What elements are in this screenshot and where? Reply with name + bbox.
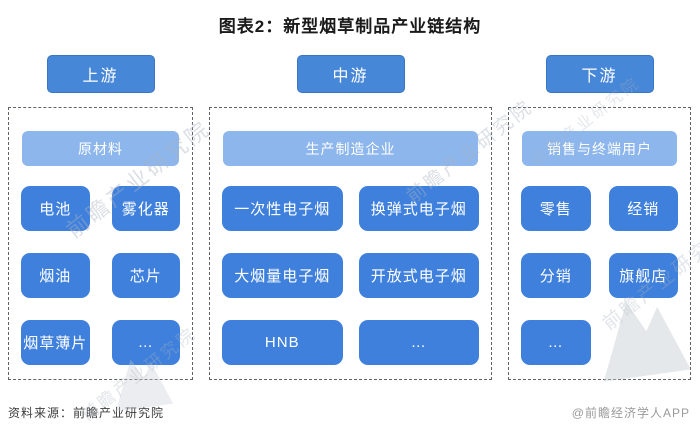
item-box: 烟油 bbox=[21, 253, 90, 298]
item-box: 一次性电子烟 bbox=[222, 186, 343, 231]
stage-button-midstream: 中游 bbox=[296, 55, 405, 93]
column-upstream: 上游 原材料 电池 雾化器 烟油 芯片 烟草薄片 … bbox=[8, 55, 193, 380]
item-box-ellipsis: … bbox=[521, 320, 591, 365]
item-box: 电池 bbox=[21, 186, 90, 231]
item-box: 大烟量电子烟 bbox=[222, 253, 343, 298]
midstream-grid: 一次性电子烟 换弹式电子烟 大烟量电子烟 开放式电子烟 HNB … bbox=[222, 186, 479, 365]
item-box-ellipsis: … bbox=[111, 320, 180, 365]
stage-button-downstream: 下游 bbox=[545, 55, 654, 93]
item-box: 芯片 bbox=[111, 253, 180, 298]
footer: 资料来源：前瞻产业研究院 @前瞻经济学人APP bbox=[0, 404, 700, 421]
item-box: 烟草薄片 bbox=[21, 320, 90, 365]
column-downstream: 下游 销售与终端用户 零售 经销 分销 旗舰店 … bbox=[508, 55, 691, 380]
item-box: 分销 bbox=[521, 253, 591, 298]
downstream-box: 销售与终端用户 零售 经销 分销 旗舰店 … bbox=[508, 107, 691, 380]
credit-note: @前瞻经济学人APP bbox=[571, 406, 690, 420]
downstream-category-bar: 销售与终端用户 bbox=[522, 131, 677, 166]
column-midstream: 中游 生产制造企业 一次性电子烟 换弹式电子烟 大烟量电子烟 开放式电子烟 HN… bbox=[209, 55, 492, 380]
item-box: 旗舰店 bbox=[608, 253, 678, 298]
upstream-grid: 电池 雾化器 烟油 芯片 烟草薄片 … bbox=[21, 186, 180, 365]
upstream-box: 原材料 电池 雾化器 烟油 芯片 烟草薄片 … bbox=[8, 107, 193, 380]
midstream-category-bar: 生产制造企业 bbox=[223, 131, 478, 166]
item-box: 开放式电子烟 bbox=[358, 253, 479, 298]
page-title: 图表2：新型烟草制品产业链结构 bbox=[218, 17, 482, 36]
source-note: 资料来源：前瞻产业研究院 bbox=[8, 406, 165, 420]
item-box-ellipsis: … bbox=[358, 320, 479, 365]
item-box: 经销 bbox=[608, 186, 678, 231]
upstream-category-bar: 原材料 bbox=[22, 131, 179, 166]
item-box: 零售 bbox=[521, 186, 591, 231]
downstream-grid: 零售 经销 分销 旗舰店 … bbox=[521, 186, 678, 365]
industry-chain-diagram: 图表2：新型烟草制品产业链结构 上游 原材料 电池 雾化器 烟油 芯片 烟草薄片… bbox=[0, 12, 700, 442]
midstream-box: 生产制造企业 一次性电子烟 换弹式电子烟 大烟量电子烟 开放式电子烟 HNB … bbox=[209, 107, 492, 380]
item-box: 雾化器 bbox=[111, 186, 180, 231]
item-box: 换弹式电子烟 bbox=[358, 186, 479, 231]
columns-row: 上游 原材料 电池 雾化器 烟油 芯片 烟草薄片 … 中游 生产制造企业 一次性… bbox=[0, 55, 700, 380]
stage-button-upstream: 上游 bbox=[46, 55, 155, 93]
item-box: HNB bbox=[222, 320, 343, 365]
